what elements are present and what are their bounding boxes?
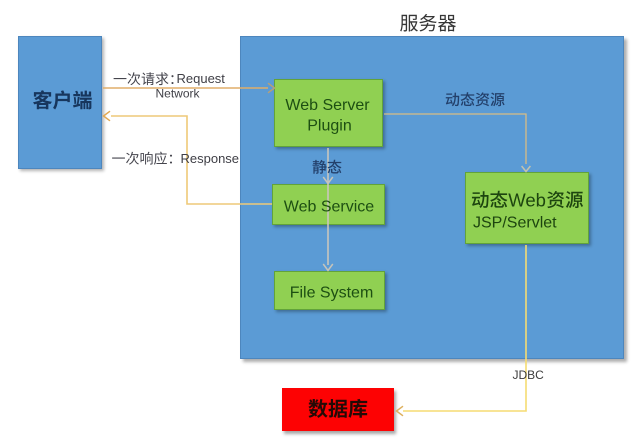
svg-text:Response: Response (181, 151, 240, 166)
svg-text:File System: File System (290, 285, 374, 302)
svg-text:Network: Network (155, 87, 200, 101)
svg-text:JDBC: JDBC (513, 368, 545, 382)
svg-text:Web Server: Web Server (285, 97, 370, 114)
svg-text:Request: Request (177, 71, 226, 86)
svg-text:JSP/Servlet: JSP/Servlet (473, 215, 557, 232)
svg-text:Plugin: Plugin (307, 118, 351, 135)
svg-text:Web: Web (508, 190, 546, 211)
svg-text:Web Service: Web Service (284, 199, 375, 216)
